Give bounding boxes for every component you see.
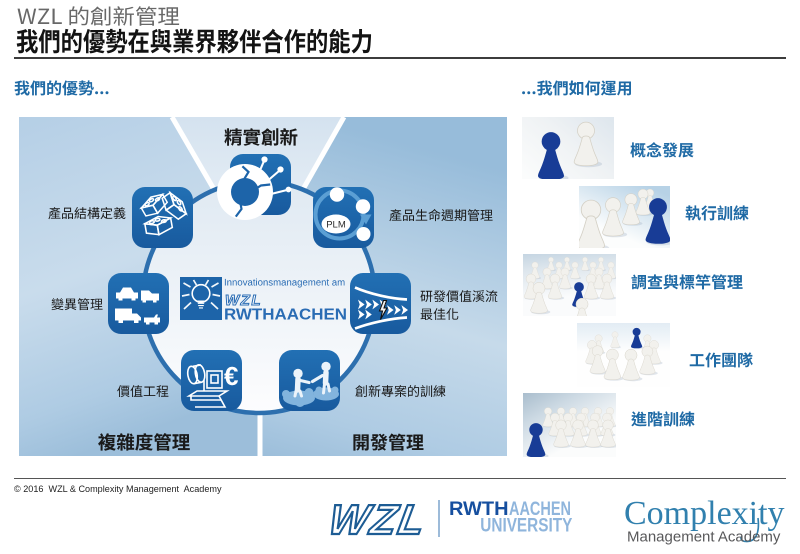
svg-text:Complexity: Complexity: [624, 495, 785, 532]
svg-text:WZL: WZL: [325, 496, 430, 543]
svg-text:€: €: [224, 361, 238, 391]
svg-text:WZL: WZL: [225, 292, 262, 309]
svg-text:Management Academy: Management Academy: [627, 529, 781, 546]
svg-text:UNIVERSITY: UNIVERSITY: [480, 515, 572, 537]
svg-text:RWTHAACHEN: RWTHAACHEN: [224, 307, 347, 324]
svg-text:RWTH: RWTH: [449, 498, 509, 520]
svg-text:AACHEN: AACHEN: [509, 498, 571, 520]
svg-text:PLM: PLM: [326, 220, 346, 231]
